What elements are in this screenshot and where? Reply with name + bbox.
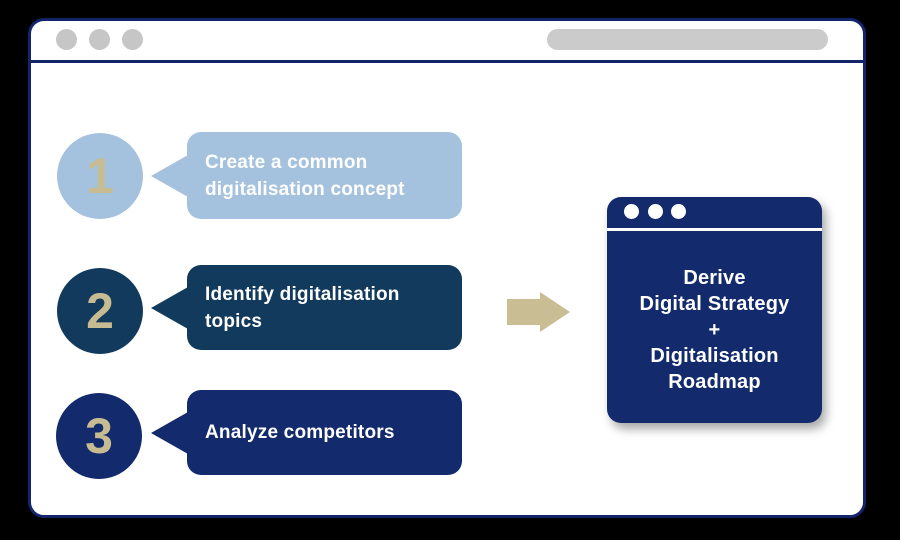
result-line: + [708, 319, 721, 341]
browser-titlebar [31, 21, 863, 63]
result-line: Roadmap [668, 371, 761, 393]
window-control-dot-icon [122, 29, 143, 50]
step-2-label: Identify digitalisation topics [205, 283, 400, 332]
diagram-area: 1 Create a common digitalisation concept… [31, 63, 863, 515]
step-1-bubble: Create a common digitalisation concept [151, 132, 462, 219]
browser-window: 1 Create a common digitalisation concept… [28, 18, 866, 518]
result-line: Digitalisation [650, 345, 779, 367]
window-control-dot-icon [648, 204, 663, 219]
result-line: Digital Strategy [639, 293, 790, 315]
step-2-bubble: Identify digitalisation topics [151, 265, 462, 350]
step-1-number-circle: 1 [57, 133, 143, 219]
arrow-head [540, 292, 570, 332]
step-3-number-circle: 3 [56, 393, 142, 479]
address-bar [547, 29, 828, 50]
result-window: Derive Digital Strategy + Digitalisation… [607, 197, 822, 423]
arrow-shaft [507, 299, 540, 325]
step-1-label: Create a common digitalisation concept [205, 151, 405, 200]
step-1-number: 1 [86, 148, 114, 204]
bubble-tail-left-icon [151, 411, 188, 454]
window-control-dot-icon [89, 29, 110, 50]
step-2-number-circle: 2 [57, 268, 143, 354]
result-window-titlebar [607, 197, 822, 231]
window-control-dot-icon [671, 204, 686, 219]
step-3-label: Analyze competitors [205, 422, 395, 443]
bubble-tail-left-icon [151, 286, 188, 329]
window-control-dot-icon [624, 204, 639, 219]
result-line: Derive [683, 267, 746, 289]
right-arrow-icon [507, 292, 570, 332]
result-text-block: Derive Digital Strategy + Digitalisation… [607, 231, 822, 423]
bubble-tail-left-icon [151, 154, 188, 197]
window-control-dot-icon [56, 29, 77, 50]
step-2-number: 2 [86, 283, 114, 339]
step-3-bubble: Analyze competitors [151, 390, 462, 475]
step-3-number: 3 [85, 408, 113, 464]
